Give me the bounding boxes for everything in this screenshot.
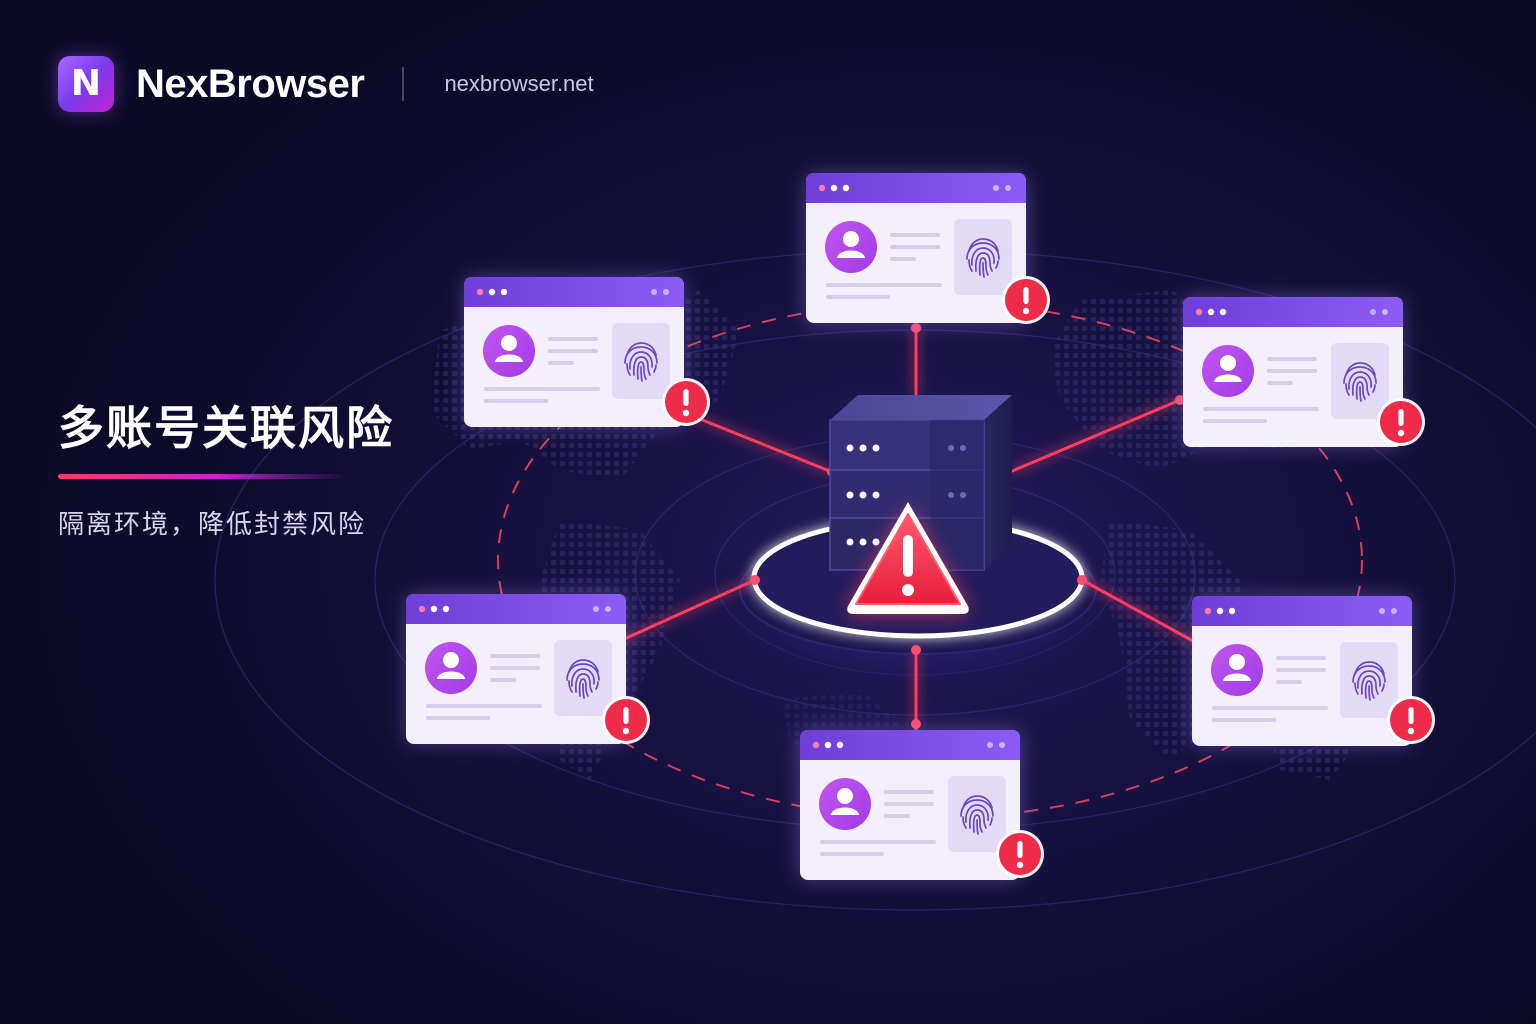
brand-url[interactable]: nexbrowser.net <box>444 71 594 96</box>
title-accent-line <box>58 474 348 479</box>
alert-icon <box>1377 398 1425 446</box>
brand-header: N NexBrowser nexbrowser.net <box>58 56 594 112</box>
profile-card-upper-left <box>464 277 710 427</box>
connection-lines <box>621 325 1196 730</box>
alert-icon <box>1002 276 1050 324</box>
warning-triangle-icon <box>847 502 969 614</box>
brand-logo[interactable]: N <box>58 56 114 112</box>
profile-card-upper-right <box>1183 297 1425 447</box>
alert-icon <box>1387 696 1435 744</box>
profile-card-lower-left <box>406 594 650 744</box>
profile-card-bottom <box>799 730 1044 880</box>
logo-letter: N <box>70 63 102 104</box>
alert-icon <box>662 378 710 426</box>
hero-title: 多账号关联风险 <box>58 401 394 455</box>
hero-subtitle: 隔离环境，降低封禁风险 <box>58 510 367 540</box>
alert-icon <box>996 830 1044 878</box>
profile-card-top <box>805 173 1050 325</box>
profile-card-lower-right <box>1192 596 1435 746</box>
brand-divider <box>402 67 405 101</box>
brand-name[interactable]: NexBrowser <box>136 61 365 106</box>
alert-icon <box>602 696 650 744</box>
